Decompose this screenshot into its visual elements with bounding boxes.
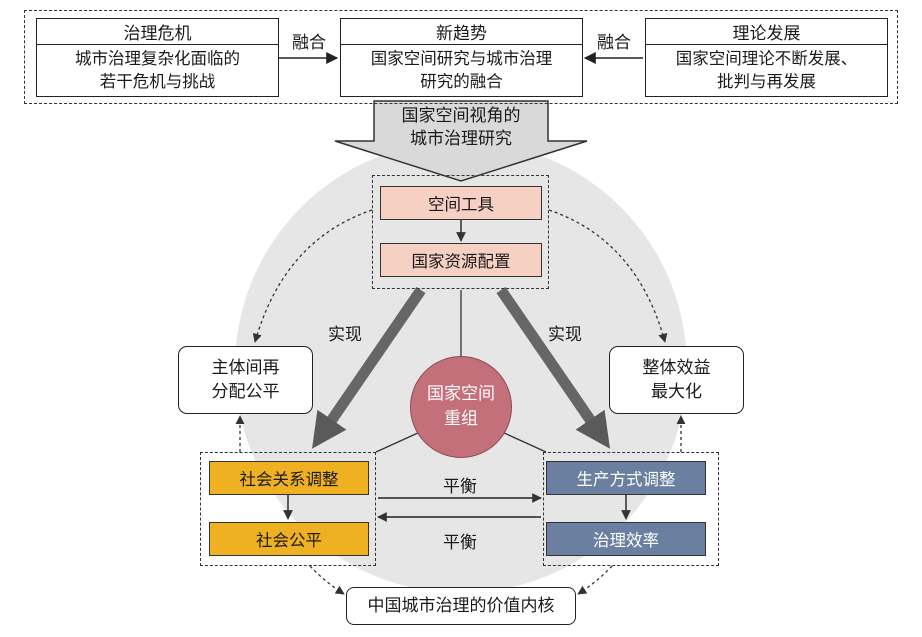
crisis-line1: 城市治理复杂化面临的 (75, 49, 240, 68)
realize-right-label: 实现 (548, 325, 582, 345)
tool-group-frame (372, 175, 549, 289)
dotted-arc-bottom-left (309, 565, 345, 595)
crisis-box: 治理危机 城市治理复杂化面临的 若干危机与挑战 (36, 18, 279, 97)
trend-title: 新趋势 (341, 19, 582, 45)
big-arrow-line2: 城市治理研究 (410, 129, 512, 149)
top-section-frame (24, 10, 898, 104)
circle-line1: 国家空间 (427, 384, 495, 404)
theory-box: 理论发展 国家空间理论不断发展、 批判与再发展 (645, 18, 888, 97)
merge-left-label: 融合 (292, 33, 326, 53)
big-down-arrow (334, 100, 588, 182)
merge-right-label: 融合 (597, 33, 631, 53)
big-arrow-line1: 国家空间视角的 (401, 106, 521, 126)
social-fairness-box: 社会公平 (209, 522, 369, 556)
theory-line2: 批判与再发展 (717, 72, 816, 91)
right-outcome-line2: 最大化 (651, 382, 702, 402)
production-mode-box: 生产方式调整 (546, 461, 706, 495)
big-arrow-label: 国家空间视角的 城市治理研究 (374, 105, 548, 151)
crisis-body: 城市治理复杂化面临的 若干危机与挑战 (37, 45, 278, 95)
spatial-tool-box: 空间工具 (380, 186, 542, 220)
theory-title: 理论发展 (646, 19, 887, 45)
trend-line1: 国家空间研究与城市治理 (370, 49, 553, 68)
trend-box: 新趋势 国家空间研究与城市治理 研究的融合 (340, 18, 583, 97)
benefit-maximization-box: 整体效益 最大化 (609, 346, 744, 414)
state-space-circle: 国家空间 重组 (410, 356, 512, 458)
balance-bottom-label: 平衡 (443, 533, 477, 553)
social-group-frame (200, 452, 376, 566)
trend-line2: 研究的融合 (420, 72, 503, 91)
theory-line1: 国家空间理论不断发展、 (675, 49, 858, 68)
value-core-box: 中国城市治理的价值内核 (346, 587, 576, 625)
circle-line-right (501, 431, 547, 453)
resource-allocation-box: 国家资源配置 (380, 243, 542, 277)
crisis-line2: 若干危机与挑战 (99, 72, 216, 91)
left-outcome-line2: 分配公平 (211, 382, 280, 402)
balance-top-label: 平衡 (443, 477, 477, 497)
circle-line-left (375, 431, 421, 453)
theory-body: 国家空间理论不断发展、 批判与再发展 (646, 45, 887, 95)
crisis-title: 治理危机 (37, 19, 278, 45)
right-outcome-line1: 整体效益 (642, 358, 711, 378)
realize-left-label: 实现 (328, 325, 362, 345)
thick-arrow-right (496, 286, 610, 449)
circle-line2: 重组 (444, 409, 478, 429)
left-outcome-line1: 主体间再 (211, 358, 280, 378)
trend-body: 国家空间研究与城市治理 研究的融合 (341, 45, 582, 95)
dotted-arc-bottom-right (577, 565, 613, 595)
redistribution-fairness-box: 主体间再 分配公平 (178, 346, 313, 414)
production-group-frame (543, 452, 719, 566)
social-relation-box: 社会关系调整 (209, 461, 369, 495)
governance-efficiency-box: 治理效率 (546, 522, 706, 556)
thick-arrow-left (312, 286, 426, 449)
